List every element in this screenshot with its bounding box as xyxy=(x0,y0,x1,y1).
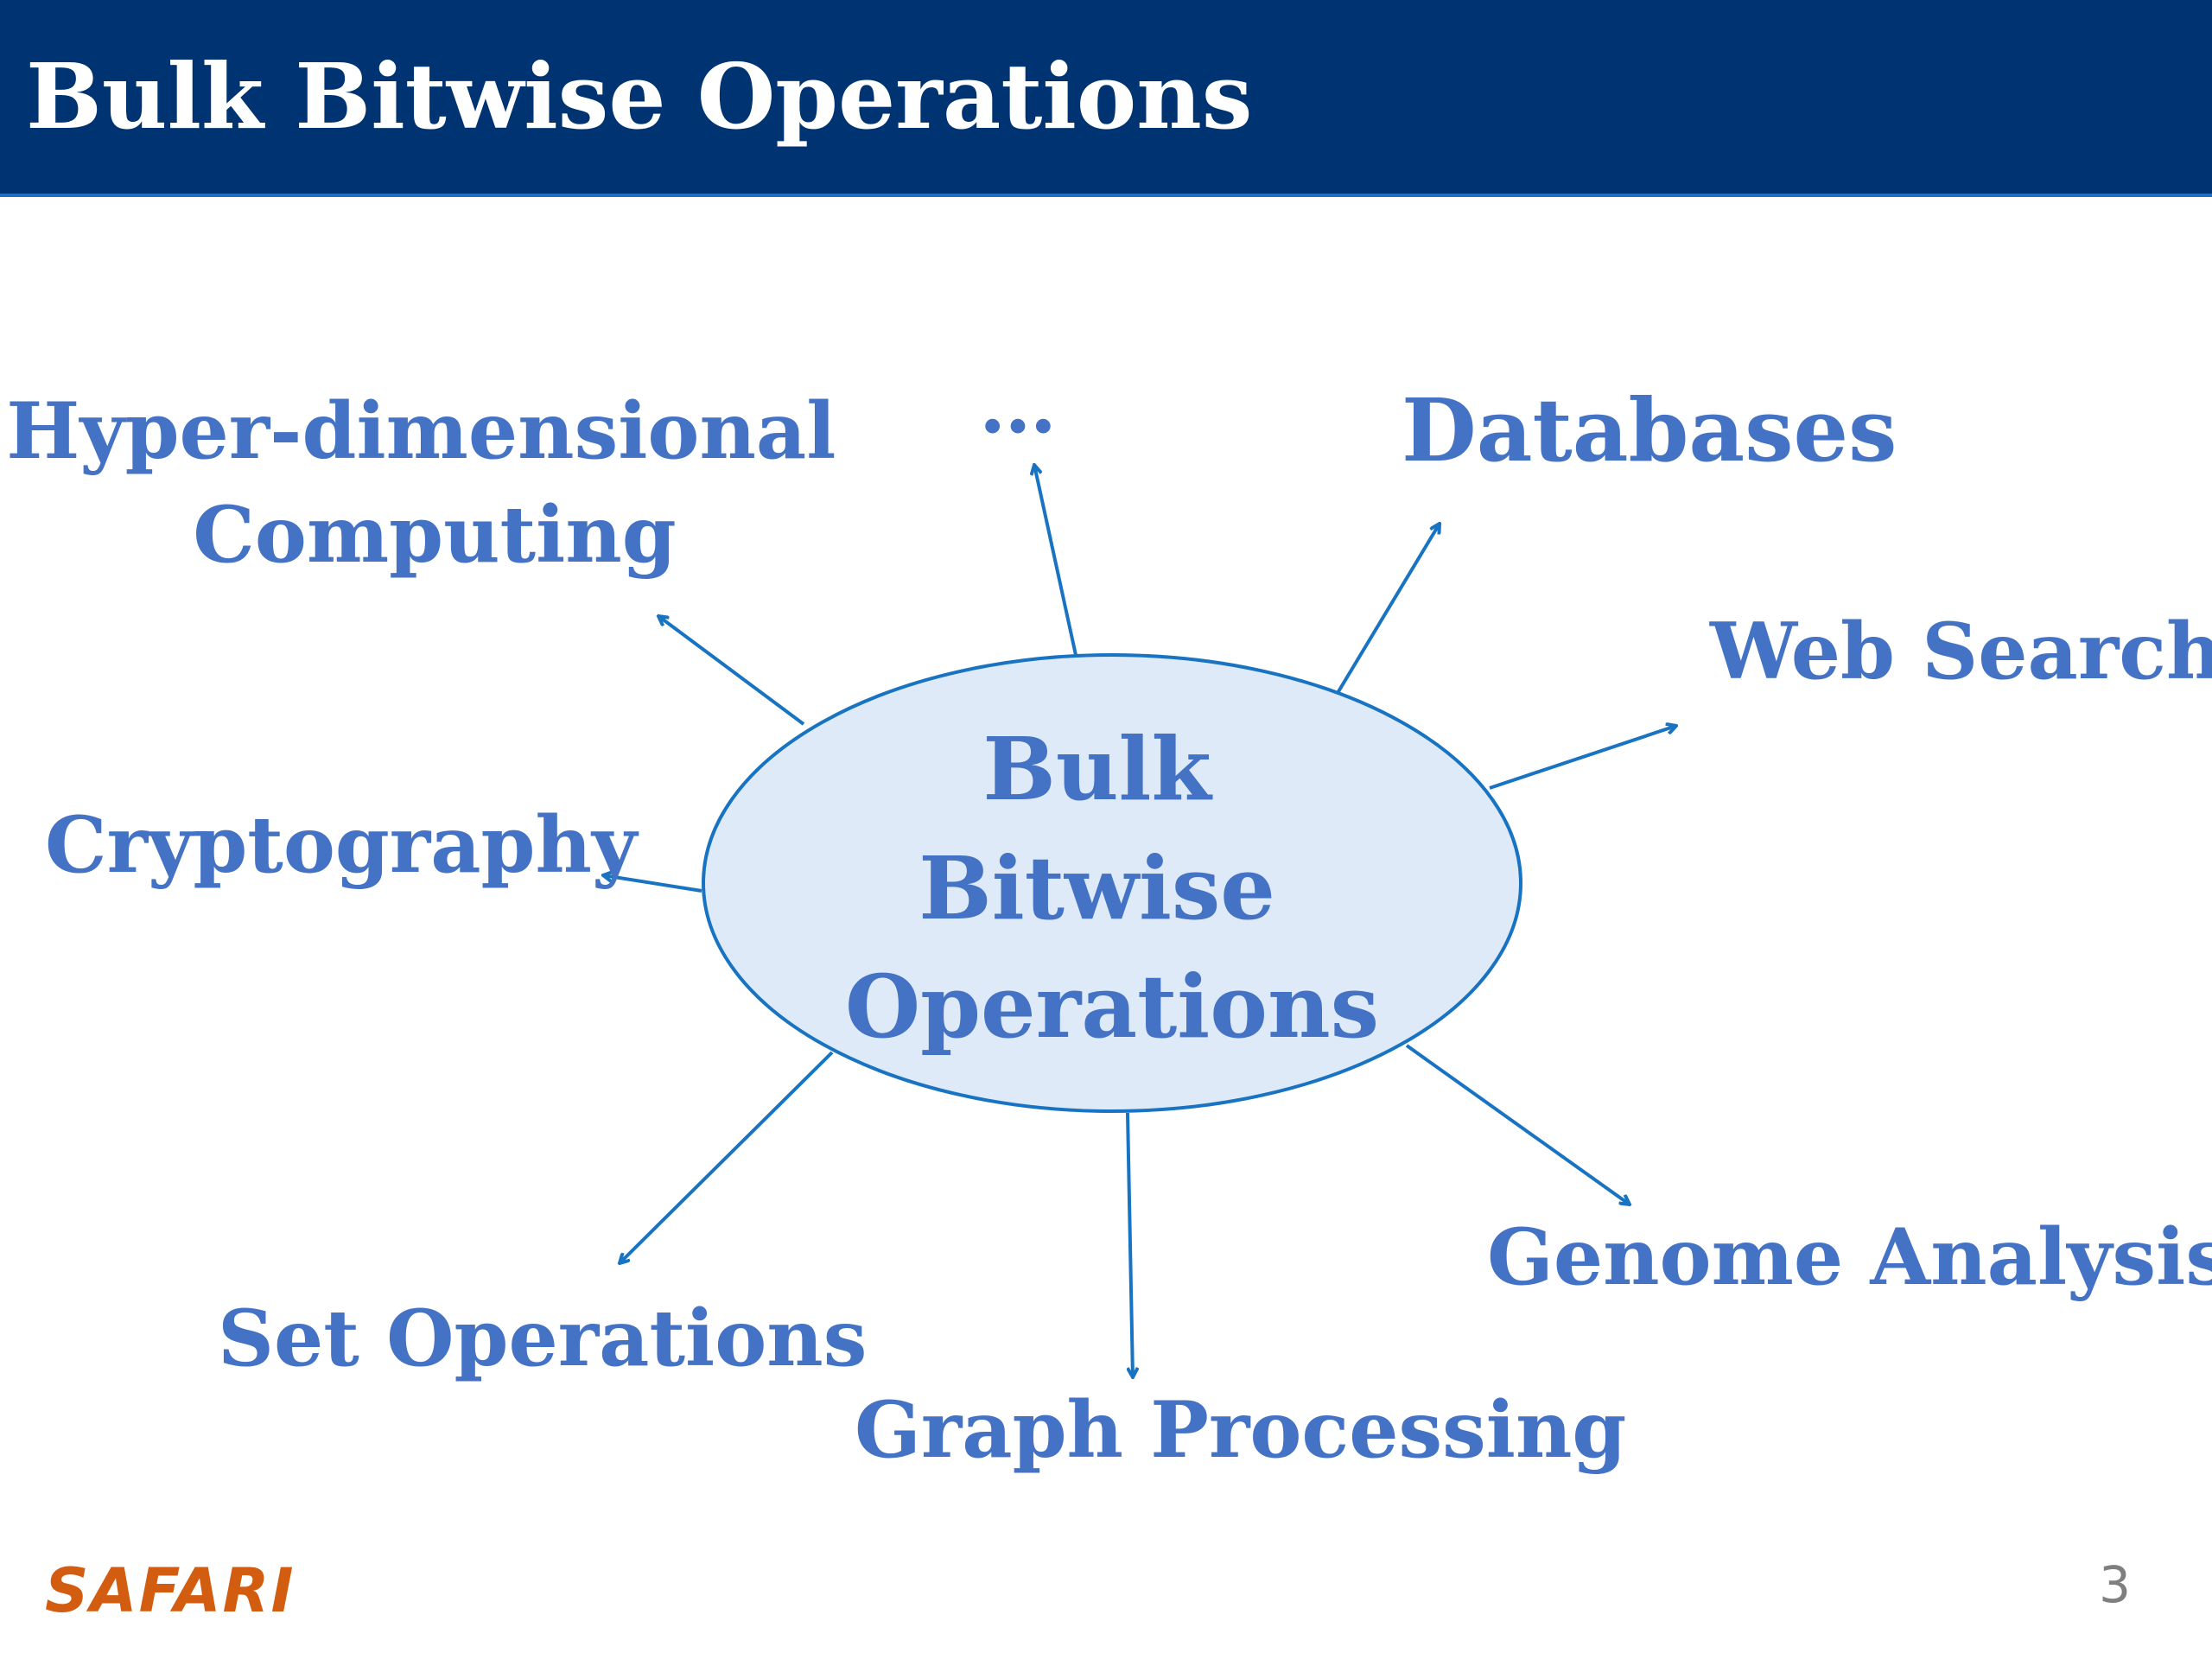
arrow-to-cryptography xyxy=(603,875,702,893)
label-web-search: Web Search xyxy=(1709,606,2212,697)
arrow-to-hdc xyxy=(658,616,805,726)
label-set-ops-line-1: Set Operations xyxy=(218,1293,867,1384)
label-databases: Databases xyxy=(1402,379,1897,481)
arrow-to-genome xyxy=(1405,1044,1630,1205)
center-label-line-1: Bulk xyxy=(982,718,1212,820)
center-ellipse xyxy=(702,653,1522,1113)
label-genome-line-1: Genome Analysis xyxy=(1487,1211,2212,1303)
center-label-line-2: Bitwise xyxy=(918,837,1275,939)
label-genome: Genome Analysis xyxy=(1487,1211,2212,1303)
label-set-ops: Set Operations xyxy=(218,1293,867,1384)
label-more-line-1: … xyxy=(979,359,1057,451)
safari-logo: SAFARI xyxy=(45,1555,296,1626)
center-label-line-3: Operations xyxy=(845,956,1379,1058)
label-web-search-line-1: Web Search xyxy=(1709,606,2212,697)
arrow-to-web-search xyxy=(1489,726,1676,790)
label-hdc: Hyper-dimensional Computing xyxy=(6,385,863,581)
page-number: 3 xyxy=(2099,1555,2131,1614)
label-hdc-line-2: Computing xyxy=(193,489,676,581)
arrow-to-set-ops xyxy=(620,1051,834,1263)
label-graph: Graph Processing xyxy=(855,1384,1626,1476)
label-hdc-line-1: Hyper-dimensional xyxy=(6,385,836,477)
arrow-to-graph xyxy=(1126,1112,1133,1377)
arrow-to-more xyxy=(1034,465,1077,656)
label-databases-line-1: Databases xyxy=(1402,379,1897,481)
label-cryptography: Cryptography xyxy=(45,799,639,891)
arrow-to-databases xyxy=(1336,524,1440,695)
label-more: … xyxy=(979,359,1057,451)
title-bar: Bulk Bitwise Operations xyxy=(0,0,2212,197)
label-cryptography-line-1: Cryptography xyxy=(45,799,639,891)
slide-title: Bulk Bitwise Operations xyxy=(26,43,1253,149)
center-label: Bulk Bitwise Operations xyxy=(845,718,1379,1058)
label-graph-line-1: Graph Processing xyxy=(855,1384,1626,1476)
